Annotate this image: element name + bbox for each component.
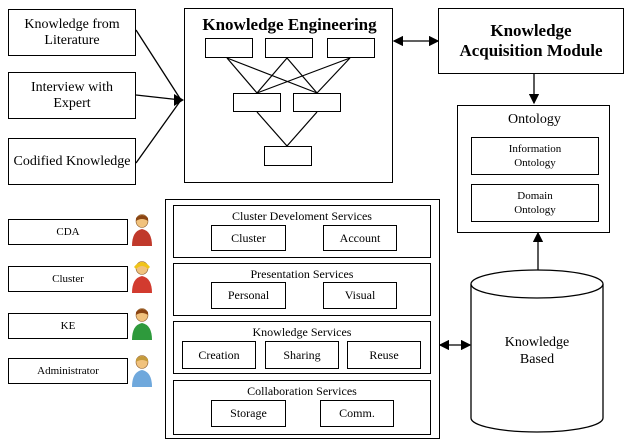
storage-service: Storage <box>211 400 286 427</box>
ke-node-middle-left <box>233 93 281 112</box>
ke-node-top-left <box>205 38 253 58</box>
knowledge-base-label: Knowledge Based <box>504 335 570 367</box>
collaboration-services-box: Collaboration Services <box>173 380 431 435</box>
source-codified-box: Codified Knowledge <box>8 138 136 185</box>
role-cluster-box: Cluster <box>8 266 128 292</box>
visual-service: Visual <box>323 282 397 309</box>
presentation-services-box: Presentation Services <box>173 263 431 316</box>
cluster-dev-services-box: Cluster Develoment Services <box>173 205 431 258</box>
personal-service: Personal <box>211 282 286 309</box>
ke-network-lines <box>226 57 351 147</box>
sharing-service: Sharing <box>265 341 339 369</box>
account-service: Account <box>323 225 397 251</box>
knowledge-base-cylinder <box>470 269 604 433</box>
red-user-icon <box>132 214 152 246</box>
knowledge-engineering-box: Knowledge Engineering <box>184 8 393 183</box>
comm-service: Comm. <box>320 400 394 427</box>
role-cda-box: CDA <box>8 219 128 245</box>
ke-node-bottom <box>264 146 312 166</box>
green-user-icon <box>132 308 152 340</box>
blue-user-icon <box>132 355 152 387</box>
domain-ontology-box: Domain Ontology <box>471 184 599 222</box>
role-administrator-box: Administrator <box>8 358 128 384</box>
cluster-service: Cluster <box>211 225 286 251</box>
source-literature-label: Knowledge from Literature <box>24 16 120 48</box>
knowledge-acquisition-title: Knowledge Acquisition Module <box>459 21 603 60</box>
knowledge-services-box: Knowledge Services <box>173 321 431 374</box>
interview-connector <box>135 94 182 101</box>
ke-node-middle-right <box>293 93 341 112</box>
knowledge-services-title: Knowledge Services <box>252 325 352 339</box>
codified-connector <box>135 99 182 164</box>
source-literature-box: Knowledge from Literature <box>8 9 136 56</box>
information-ontology-label: Information Ontology <box>508 143 562 169</box>
ke-node-top-middle <box>265 38 313 58</box>
convergence-arrowhead <box>174 94 184 106</box>
source-interview-label: Interview with Expert <box>30 79 114 111</box>
yellow-user-icon <box>132 261 152 293</box>
ke-node-top-right <box>327 38 375 58</box>
collaboration-services-title: Collaboration Services <box>247 384 357 398</box>
domain-ontology-label: Domain Ontology <box>514 190 556 216</box>
knowledge-engineering-title: Knowledge Engineering <box>202 15 377 34</box>
source-codified-label: Codified Knowledge <box>13 153 131 169</box>
role-ke-box: KE <box>8 313 128 339</box>
presentation-services-title: Presentation Services <box>250 267 354 281</box>
cluster-dev-services-title: Cluster Develoment Services <box>232 209 372 223</box>
knowledge-acquisition-box: Knowledge Acquisition Module <box>438 8 624 74</box>
information-ontology-box: Information Ontology <box>471 137 599 175</box>
reuse-service: Reuse <box>347 341 421 369</box>
source-interview-box: Interview with Expert <box>8 72 136 119</box>
ontology-title: Ontology <box>508 112 561 127</box>
creation-service: Creation <box>182 341 256 369</box>
literature-connector <box>135 29 182 101</box>
